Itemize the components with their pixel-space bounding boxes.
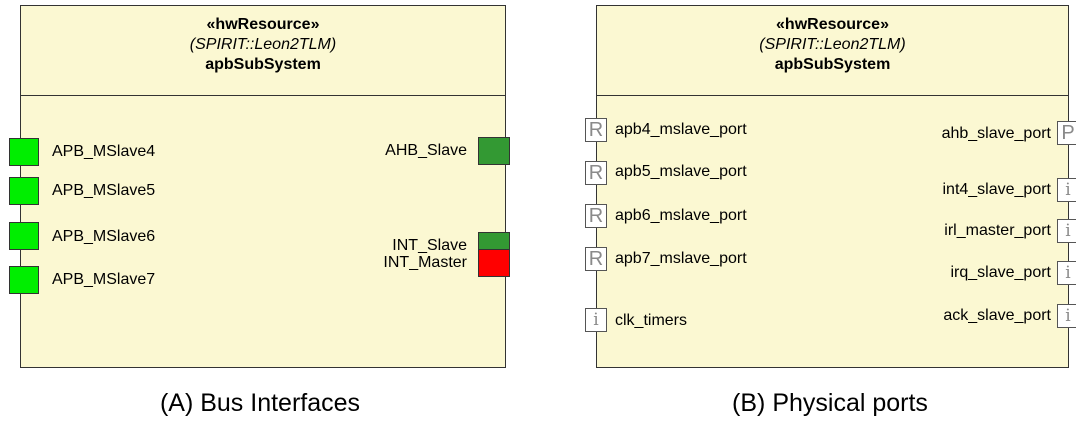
block-header: «hwResource» (SPIRIT::Leon2TLM) apbSubSy… [597,6,1068,96]
port-ahb-slave[interactable] [478,137,510,165]
port-label: AHB_Slave [385,142,467,159]
port-icon-irl-master[interactable]: i [1057,219,1076,243]
port-label: APB_MSlave4 [52,143,156,160]
port-int-master[interactable] [478,249,510,277]
type-label: (SPIRIT::Leon2TLM) [189,36,337,53]
port-icon-ack-slave[interactable]: i [1057,304,1076,328]
port-label: apb7_mslave_port [615,250,747,267]
port-label: APB_MSlave5 [52,182,156,199]
port-apb-mslave5[interactable] [9,177,39,205]
block-apbsubsystem-b[interactable]: «hwResource» (SPIRIT::Leon2TLM) apbSubSy… [596,5,1069,368]
port-icon-clk-timers[interactable]: i [585,308,607,332]
port-icon-apb7-mslave[interactable]: R [585,247,607,271]
port-label: apb5_mslave_port [615,163,747,180]
port-label: INT_Master [383,254,467,271]
type-label: (SPIRIT::Leon2TLM) [759,36,906,53]
port-label: int4_slave_port [942,181,1051,198]
port-label: irl_master_port [944,222,1051,239]
port-icon-apb5-mslave[interactable]: R [585,161,607,185]
port-apb-mslave7[interactable] [9,266,39,294]
port-label: ahb_slave_port [941,125,1051,142]
block-header: «hwResource» (SPIRIT::Leon2TLM) apbSubSy… [21,6,505,96]
port-apb-mslave4[interactable] [9,138,39,166]
stereotype-label: «hwResource» [776,16,889,33]
stereotype-label: «hwResource» [206,16,320,33]
port-icon-apb4-mslave[interactable]: R [585,118,607,142]
block-apbsubsystem-a[interactable]: «hwResource» (SPIRIT::Leon2TLM) apbSubSy… [20,5,506,368]
port-label: APB_MSlave6 [52,228,156,245]
block-name: apbSubSystem [774,56,891,73]
port-label: irq_slave_port [950,264,1052,281]
port-apb-mslave6[interactable] [9,222,39,250]
port-icon-ahb-slave[interactable]: P [1057,121,1076,145]
caption-physical-ports: (B) Physical ports [732,389,928,417]
port-label: ack_slave_port [943,307,1051,324]
caption-bus-interfaces: (A) Bus Interfaces [159,389,361,417]
port-label: APB_MSlave7 [52,271,156,288]
port-label: clk_timers [615,312,688,329]
port-label: INT_Slave [392,237,467,254]
port-icon-apb6-mslave[interactable]: R [585,204,607,228]
port-label: apb4_mslave_port [615,121,747,138]
port-icon-irq-slave[interactable]: i [1057,261,1076,285]
port-label: apb6_mslave_port [615,207,747,224]
port-icon-int4-slave[interactable]: i [1057,178,1076,202]
block-name: apbSubSystem [205,56,321,73]
